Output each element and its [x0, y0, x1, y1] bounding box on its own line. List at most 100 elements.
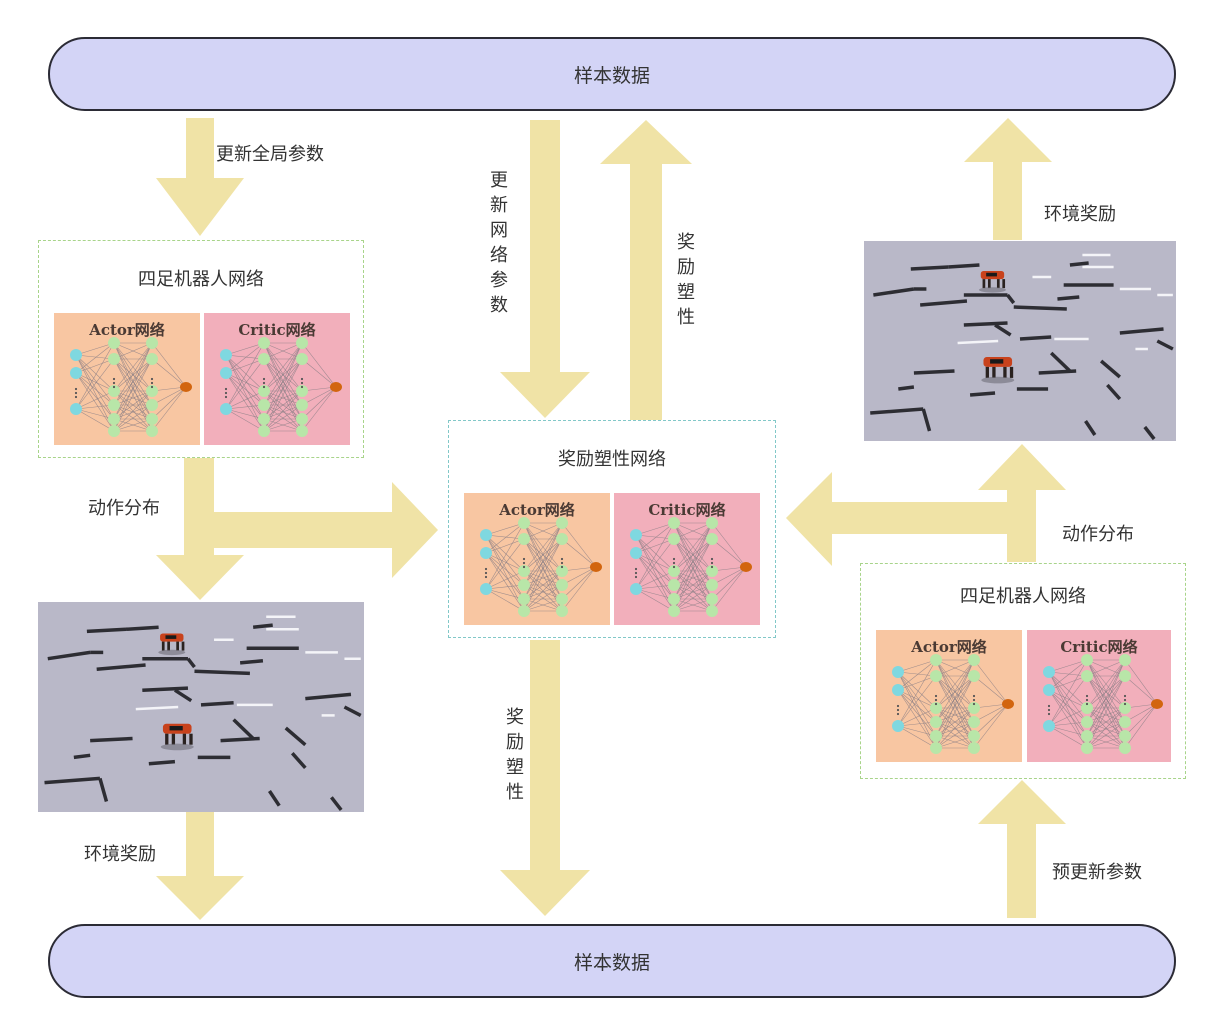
ellipsis-dot [560, 565, 564, 569]
connection-line [263, 390, 303, 432]
connection-line [523, 522, 563, 600]
hidden-node [556, 605, 568, 617]
terrain-step-edge [963, 321, 1008, 327]
connection-line [485, 534, 525, 586]
hidden-node [668, 533, 680, 545]
ellipsis-dot [522, 557, 526, 561]
connection-line [523, 570, 563, 586]
hidden-node [1081, 654, 1093, 666]
terrain-step-edge [1019, 335, 1052, 341]
connection-line [225, 342, 265, 374]
connection-line [263, 404, 303, 432]
connection-line [225, 358, 265, 410]
connection-line [263, 358, 303, 432]
terrain-step-edge [90, 736, 133, 743]
connection-line [151, 342, 187, 388]
input-node [220, 403, 232, 415]
connection-line [897, 725, 937, 737]
connection-line [673, 538, 713, 612]
input-node [892, 720, 904, 732]
connection-line [1124, 659, 1158, 705]
ellipsis-dot [1047, 712, 1051, 716]
connection-line [935, 721, 975, 749]
connection-line [113, 342, 153, 392]
terrain-step-edge [173, 688, 193, 703]
hidden-node [108, 413, 120, 425]
terrain-highlight [135, 705, 179, 711]
terrain-step-edge [148, 759, 176, 766]
arrow-update-global-params [156, 118, 244, 236]
connection-line [225, 408, 265, 432]
connection-line [673, 598, 713, 612]
connection-line [523, 522, 563, 586]
input-node [1043, 720, 1055, 732]
connection-line [897, 721, 937, 727]
connection-line [225, 358, 265, 374]
connection-line [225, 354, 265, 392]
input-node [1043, 666, 1055, 678]
connection-line [485, 534, 525, 540]
connection-line [263, 342, 303, 406]
robot-leg [181, 641, 185, 651]
connection-line [935, 659, 975, 723]
hidden-node [258, 425, 270, 437]
ellipsis-dot [1085, 698, 1089, 702]
connection-line [935, 659, 975, 709]
connection-line [935, 675, 975, 737]
connection-line [485, 552, 525, 600]
ellipsis-dot [484, 575, 488, 579]
connection-line [973, 703, 1009, 749]
hidden-node [146, 353, 158, 365]
connection-line [935, 707, 975, 737]
ellipsis-dot [300, 377, 304, 381]
connection-line [935, 675, 975, 749]
hidden-node [1119, 730, 1131, 742]
ellipsis-dot [262, 377, 266, 381]
connection-line [113, 342, 153, 360]
connection-line [151, 386, 187, 432]
terrain-with-robots [44, 615, 362, 811]
connection-line [1048, 689, 1088, 709]
connection-line [1086, 659, 1126, 709]
connection-line [973, 675, 1009, 705]
connection-line [1086, 659, 1126, 737]
robot-leg [1002, 279, 1006, 289]
hidden-node [1119, 670, 1131, 682]
connection-line [897, 671, 937, 709]
connection-line [225, 408, 265, 420]
output-node [590, 562, 602, 572]
hidden-node [930, 716, 942, 728]
critic-network-title-right: Critic网络 [1060, 638, 1138, 656]
connection-line [897, 675, 937, 727]
top-sample-data-label: 样本数据 [573, 64, 650, 87]
connection-line [75, 342, 115, 410]
ellipsis-dot [560, 561, 564, 565]
connection-line [897, 725, 937, 749]
actor-network-title-left: Actor网络 [89, 321, 165, 339]
connection-line [523, 538, 563, 612]
hidden-node [296, 399, 308, 411]
connection-line [1086, 659, 1126, 749]
connection-line [485, 538, 525, 554]
connection-line [1048, 707, 1088, 727]
connection-line [561, 522, 597, 568]
terrain-step-edge [47, 650, 91, 661]
connection-line [635, 552, 675, 600]
terrain-step-edge [1038, 369, 1077, 375]
connection-line [897, 689, 937, 749]
input-node [480, 529, 492, 541]
ellipsis-dot [112, 381, 116, 385]
connection-line [935, 659, 975, 737]
connection-line [1048, 725, 1088, 749]
hidden-node [146, 413, 158, 425]
label-action-dist-right: 动作分布 [1062, 524, 1134, 545]
connection-line [485, 552, 525, 612]
connection-line [151, 386, 187, 406]
hidden-node [968, 716, 980, 728]
ellipsis-dot [896, 704, 900, 708]
label-pre-update-params: 预更新参数 [1052, 862, 1142, 883]
arrow-reward-shaping-up [600, 120, 692, 420]
connection-line [485, 588, 525, 600]
connection-line [973, 659, 1009, 705]
